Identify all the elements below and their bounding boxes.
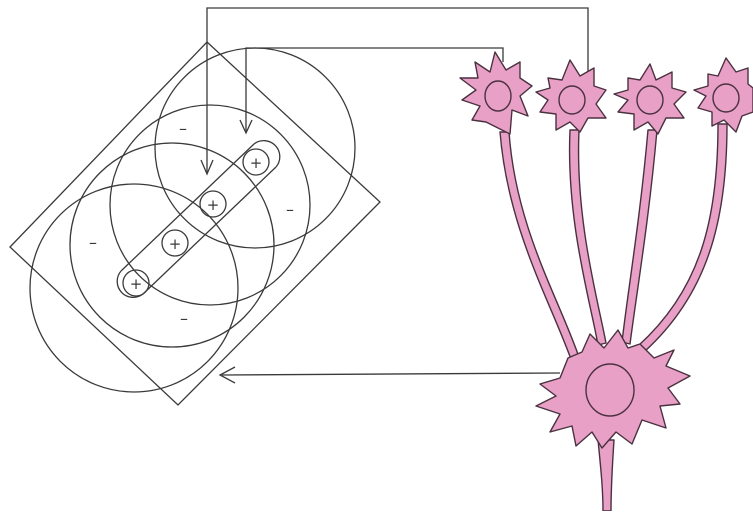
output-axon: [598, 440, 614, 511]
axon-3: [622, 130, 657, 344]
surround-sign-1: –: [179, 119, 187, 138]
input-neuron-4-nucleus: [713, 84, 739, 112]
neuron-network: [460, 52, 753, 511]
axon-1: [500, 132, 580, 362]
axon-bundle: [500, 124, 727, 511]
center-sign-4: +: [130, 275, 143, 293]
output-neuron-nucleus: [586, 364, 634, 416]
surround-circle-1: [155, 48, 355, 248]
center-sign-1: +: [250, 154, 263, 172]
receptive-field-group: [10, 42, 380, 405]
input-neuron-2-nucleus: [559, 86, 585, 114]
input-neuron-1-nucleus: [485, 81, 511, 111]
feedback-arrow-inner: [246, 48, 503, 131]
center-sign-2: +: [207, 196, 220, 214]
connections: [201, 8, 588, 383]
surround-sign-2: –: [286, 200, 294, 219]
simple-cell-field-boundary: [10, 42, 380, 405]
feedback-arrow-outer: [207, 8, 588, 172]
nuclei: [485, 81, 739, 416]
output-arrow: [222, 373, 560, 375]
surround-sign-3: –: [89, 233, 97, 252]
sign-labels: + + + + – – – –: [89, 119, 294, 328]
axon-2: [570, 130, 606, 345]
surround-sign-4: –: [180, 309, 188, 328]
center-sign-3: +: [169, 235, 182, 253]
input-neuron-3-nucleus: [637, 86, 663, 114]
